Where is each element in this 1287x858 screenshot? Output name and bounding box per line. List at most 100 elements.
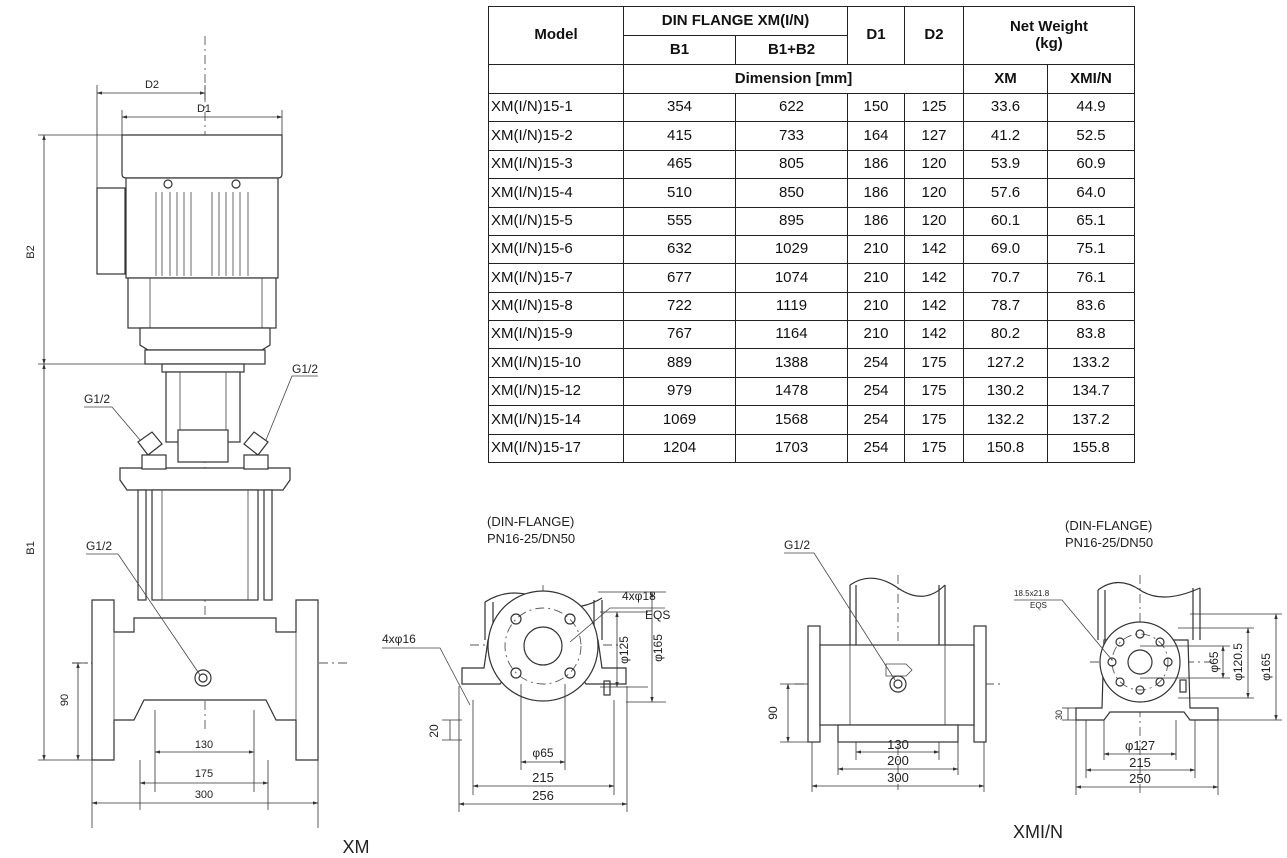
cell-model: XM(I/N)15-7 (488, 263, 624, 293)
cell-b1: 677 (623, 263, 736, 293)
cell-b1: 1204 (623, 433, 736, 463)
xm-flange-bolts-16: 4xφ16 (382, 632, 416, 646)
cell-xmin: 76.1 (1047, 263, 1135, 293)
cell-d2: 120 (904, 149, 964, 180)
cell-d1: 210 (847, 263, 905, 293)
cell-d1: 186 (847, 206, 905, 236)
cell-d2: 142 (904, 291, 964, 322)
cell-b1: 632 (623, 234, 736, 265)
cell-xm: 33.6 (963, 92, 1048, 123)
cell-b1: 555 (623, 206, 736, 236)
xm-flange-dim-125: φ125 (617, 636, 631, 664)
xmin-side-dim-300: 300 (887, 770, 909, 785)
pump-g-top-left: G1/2 (84, 392, 110, 406)
cell-model: XM(I/N)15-12 (488, 376, 624, 407)
cell-xm: 150.8 (963, 433, 1048, 463)
xmin-flange-dim-127: φ127 (1125, 738, 1155, 753)
cell-xmin: 44.9 (1047, 92, 1135, 123)
cell-d1: 254 (847, 348, 905, 378)
cell-b1: 767 (623, 319, 736, 350)
cell-xm: 130.2 (963, 376, 1048, 407)
cell-model: XM(I/N)15-2 (488, 121, 624, 151)
cell-d2: 120 (904, 178, 964, 208)
pump-d2-label: D2 (145, 79, 159, 91)
header-b1b2: B1+B2 (735, 35, 848, 65)
cell-b1b2: 805 (735, 149, 848, 180)
cell-b1b2: 1164 (735, 319, 848, 350)
xmin-side-view: G1/2 90 130 200 300 (766, 538, 1000, 792)
xmin-flange-dim-250: 250 (1129, 771, 1151, 786)
cell-d2: 142 (904, 263, 964, 293)
xmin-flange-dim-65: φ65 (1207, 651, 1221, 672)
xmin-flange-eqs: EQS (1030, 601, 1047, 610)
pump-dim-130: 130 (195, 739, 213, 751)
cell-xm: 132.2 (963, 405, 1048, 435)
cell-b1b2: 622 (735, 92, 848, 123)
cell-b1: 722 (623, 291, 736, 322)
cell-xmin: 60.9 (1047, 149, 1135, 180)
header-weight-line2: (kg) (1035, 34, 1063, 52)
cell-xmin: 83.6 (1047, 291, 1135, 322)
xmin-flange-title-1: (DIN-FLANGE) (1065, 518, 1152, 533)
cell-b1b2: 1074 (735, 263, 848, 293)
cell-d2: 175 (904, 433, 964, 463)
cell-model: XM(I/N)15-14 (488, 405, 624, 435)
cell-xmin: 155.8 (1047, 433, 1135, 463)
cell-d2: 175 (904, 405, 964, 435)
cell-d1: 164 (847, 121, 905, 151)
spec-table: Model DIN FLANGE XM(I/N) D1 D2 Net Weigh… (488, 6, 1135, 463)
cell-b1b2: 1029 (735, 234, 848, 265)
header-dimension: Dimension [mm] (623, 64, 964, 94)
cell-model: XM(I/N)15-6 (488, 234, 624, 265)
pump-g-top-right: G1/2 (292, 362, 318, 376)
xm-flange-view: (DIN-FLANGE) PN16-25/DN50 4xφ18 EQS 4xφ1… (382, 514, 670, 812)
cell-model: XM(I/N)15-10 (488, 348, 624, 378)
xm-flange-dim-165: φ165 (651, 634, 665, 662)
cell-d1: 254 (847, 376, 905, 407)
header-model-spacer (488, 64, 624, 94)
label-xmin: XMI/N (1013, 822, 1063, 842)
cell-b1b2: 1388 (735, 348, 848, 378)
cell-xm: 70.7 (963, 263, 1048, 293)
cell-b1b2: 895 (735, 206, 848, 236)
cell-xm: 60.1 (963, 206, 1048, 236)
xm-flange-eqs: EQS (645, 608, 670, 622)
cell-d2: 120 (904, 206, 964, 236)
cell-b1b2: 1119 (735, 291, 848, 322)
cell-xm: 41.2 (963, 121, 1048, 151)
cell-xm: 69.0 (963, 234, 1048, 265)
xm-flange-title-1: (DIN-FLANGE) (487, 514, 574, 529)
cell-d2: 175 (904, 376, 964, 407)
cell-b1b2: 850 (735, 178, 848, 208)
xm-flange-dim-256: 256 (532, 788, 554, 803)
cell-d1: 186 (847, 178, 905, 208)
pump-d1-label: D1 (197, 103, 211, 115)
pump-b1-label: B1 (25, 541, 37, 554)
header-flange: DIN FLANGE XM(I/N) (623, 6, 848, 36)
xm-flange-title-2: PN16-25/DN50 (487, 531, 575, 546)
cell-b1b2: 1703 (735, 433, 848, 463)
cell-b1: 415 (623, 121, 736, 151)
cell-xmin: 83.8 (1047, 319, 1135, 350)
cell-b1b2: 1478 (735, 376, 848, 407)
label-xm: XM (343, 837, 370, 857)
cell-xmin: 65.1 (1047, 206, 1135, 236)
pump-dim-90: 90 (59, 694, 71, 706)
header-b1: B1 (623, 35, 736, 65)
xmin-side-dim-90: 90 (766, 706, 780, 720)
cell-d2: 142 (904, 319, 964, 350)
cell-xm: 57.6 (963, 178, 1048, 208)
header-d2: D2 (904, 6, 964, 65)
pump-g-bottom: G1/2 (86, 539, 112, 553)
xm-flange-bolts-18: 4xφ18 (622, 589, 656, 603)
xmin-flange-dim-165: φ165 (1259, 653, 1273, 681)
cell-d1: 254 (847, 405, 905, 435)
xmin-side-g: G1/2 (784, 538, 810, 552)
